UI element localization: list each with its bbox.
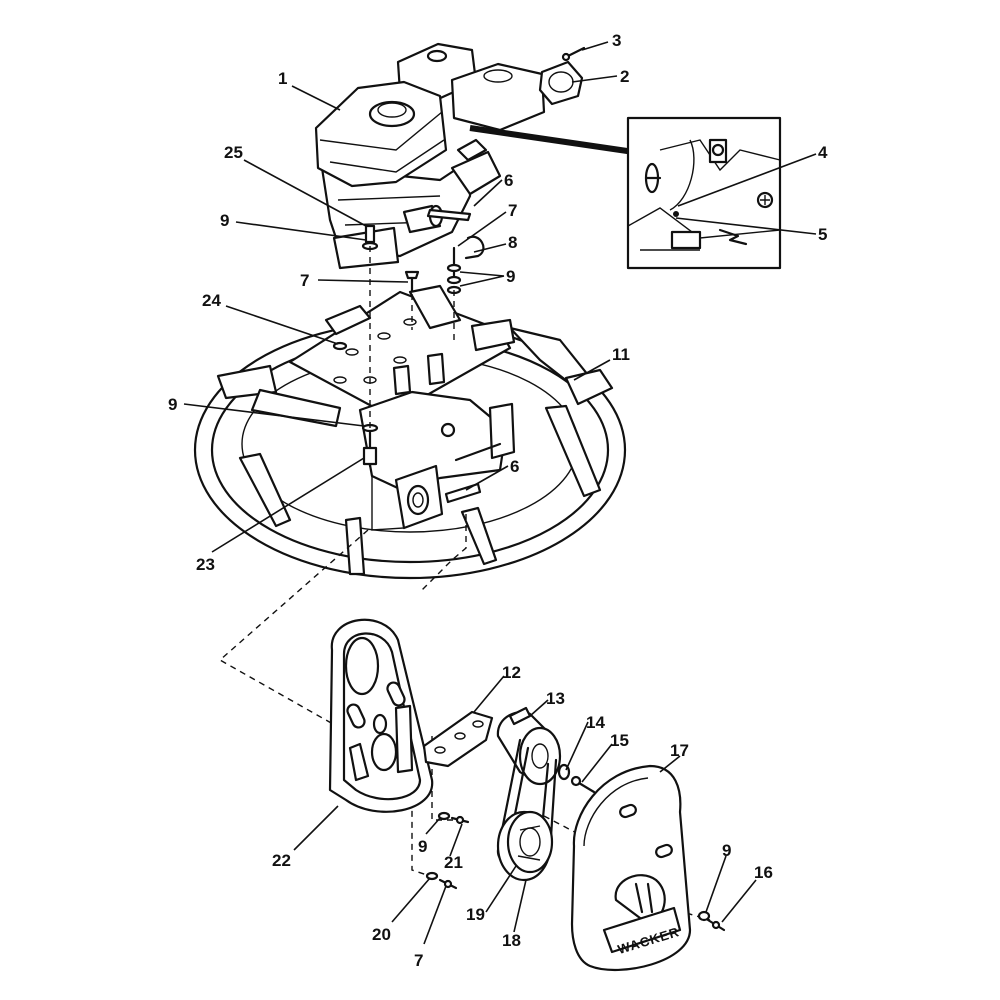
bracket-hardware [425, 811, 470, 890]
callout-9-plate: 9 [168, 395, 177, 414]
mounting-plate [288, 284, 516, 531]
callout-22: 22 [272, 851, 291, 870]
callout-4: 4 [818, 143, 828, 162]
callout-11: 11 [612, 345, 630, 364]
callout-13: 13 [546, 689, 565, 708]
callout-9-hardware: 9 [506, 267, 515, 286]
callout-9-bracket: 9 [418, 837, 427, 856]
callout-7-plate: 7 [300, 271, 309, 290]
callout-6-lower: 6 [510, 457, 519, 476]
callout-23: 23 [196, 555, 215, 574]
callout-5: 5 [818, 225, 827, 244]
belt-guard-front: WACKER [570, 764, 692, 972]
belt-guard-back [328, 618, 434, 813]
callout-19: 19 [466, 905, 485, 924]
callout-20: 20 [372, 925, 391, 944]
callout-7-upper: 7 [508, 201, 517, 220]
callout-12: 12 [502, 663, 521, 682]
callout-labels: 1 2 3 4 5 6 6 7 7 7 8 9 9 9 9 9 11 12 13… [168, 31, 828, 970]
callout-17: 17 [670, 741, 689, 760]
callout-6-upper: 6 [504, 171, 513, 190]
idler-bracket [422, 710, 494, 768]
callout-8: 8 [508, 233, 517, 252]
callout-7-bottom: 7 [414, 951, 423, 970]
callout-24: 24 [202, 291, 221, 310]
callout-1: 1 [278, 69, 287, 88]
callout-21: 21 [444, 853, 463, 872]
callout-15: 15 [610, 731, 629, 750]
callout-18: 18 [502, 931, 521, 950]
callout-16: 16 [754, 863, 773, 882]
leader-lines [183, 41, 817, 945]
callout-2: 2 [620, 67, 629, 86]
callout-3: 3 [612, 31, 621, 50]
clutch-hardware [557, 763, 596, 794]
callout-25: 25 [224, 143, 243, 162]
throttle-detail-inset [626, 116, 782, 270]
clutch [496, 706, 562, 786]
cover-hardware [697, 910, 726, 932]
callout-9-cover: 9 [722, 841, 731, 860]
callout-9-engine: 9 [220, 211, 229, 230]
drive-pulley [496, 810, 554, 882]
guard-and-screw [538, 46, 586, 106]
callout-14: 14 [586, 713, 605, 732]
